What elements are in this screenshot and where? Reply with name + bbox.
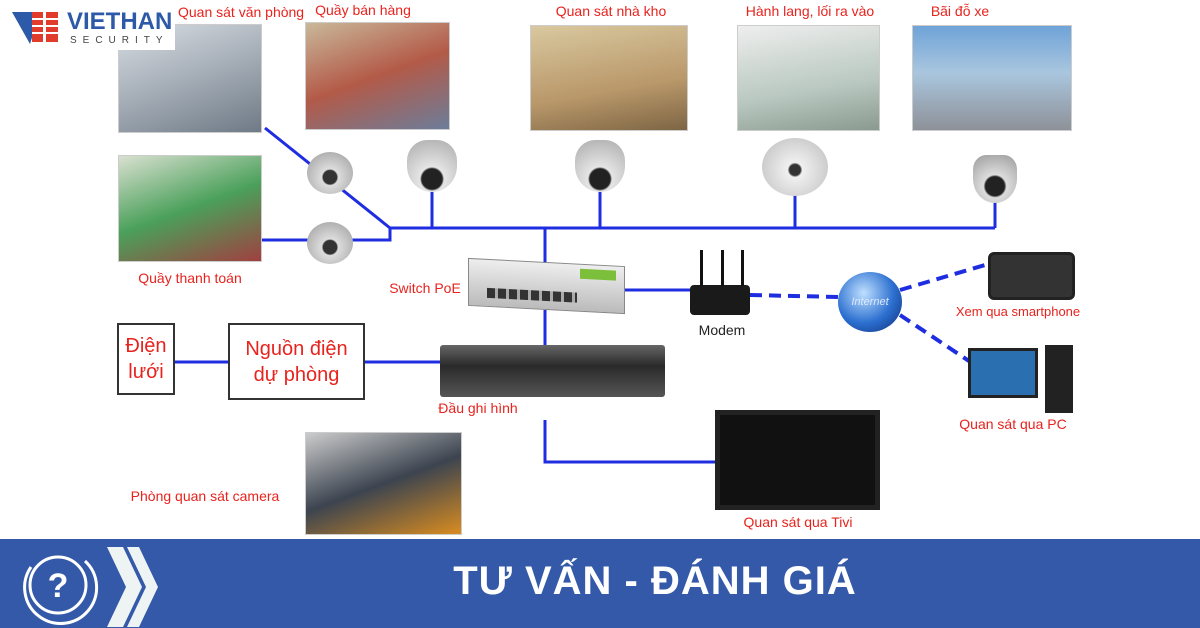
desktop-pc (968, 348, 1038, 398)
label-office: Quan sát văn phòng (178, 4, 305, 20)
modem (690, 285, 750, 315)
photo-office (118, 24, 262, 133)
banner: ? TƯ VẤN - ĐÁNH GIÁ (0, 539, 1200, 628)
tv-monitor (715, 410, 880, 510)
label-tv: Quan sát qua Tivi (743, 514, 853, 530)
logo-sub: SECURITY (70, 35, 169, 46)
switch-poe (468, 257, 625, 315)
photo-counter (305, 22, 450, 130)
grid-power-line1: Điện (125, 335, 167, 357)
logo-mark-icon (12, 12, 58, 44)
pc-tower (1045, 345, 1073, 413)
camera-ptz (973, 155, 1017, 203)
label-switch: Switch PoE (389, 280, 461, 296)
label-smartphone: Xem qua smartphone (955, 304, 1081, 319)
photo-hallway (737, 25, 880, 131)
label-modem: Modem (698, 322, 746, 338)
question-circle-icon: ? (23, 547, 158, 627)
camera-dome-1 (307, 152, 353, 194)
photo-control-room (305, 432, 462, 535)
grid-power-line2: lưới (128, 361, 164, 383)
label-parking: Bãi đỗ xe (930, 3, 990, 19)
grid-power-box: Điện lưới (117, 323, 175, 395)
backup-power-box: Nguồn điện dự phòng (228, 323, 365, 400)
label-control-room: Phòng quan sát camera (130, 488, 280, 504)
label-checkout: Quầy thanh toán (138, 270, 242, 286)
svg-text:?: ? (48, 567, 69, 605)
label-pc: Quan sát qua PC (959, 416, 1067, 432)
camera-fisheye (762, 138, 828, 196)
photo-warehouse (530, 25, 688, 131)
label-counter: Quầy bán hàng (315, 2, 411, 18)
photo-checkout (118, 155, 262, 262)
smartphone (988, 252, 1075, 300)
camera-dome-3 (407, 140, 457, 192)
label-warehouse: Quan sát nhà kho (555, 3, 667, 19)
label-internet: Internet (851, 296, 889, 308)
label-nvr: Đầu ghi hình (436, 400, 520, 416)
internet-globe-icon: Internet (838, 272, 902, 332)
photo-parking (912, 25, 1072, 131)
camera-dome-2 (307, 222, 353, 264)
label-hallway: Hành lang, lối ra vào (745, 3, 875, 19)
modem-antennas (700, 250, 744, 286)
backup-power-line2: dự phòng (253, 363, 340, 386)
nvr-recorder (440, 345, 665, 397)
logo-brand: VIETHAN (67, 8, 173, 35)
backup-power-line1: Nguồn điện (245, 337, 348, 360)
banner-title: TƯ VẤN - ĐÁNH GIÁ (453, 559, 857, 603)
logo: VIETHAN SECURITY (10, 8, 175, 50)
camera-dome-4 (575, 140, 625, 192)
